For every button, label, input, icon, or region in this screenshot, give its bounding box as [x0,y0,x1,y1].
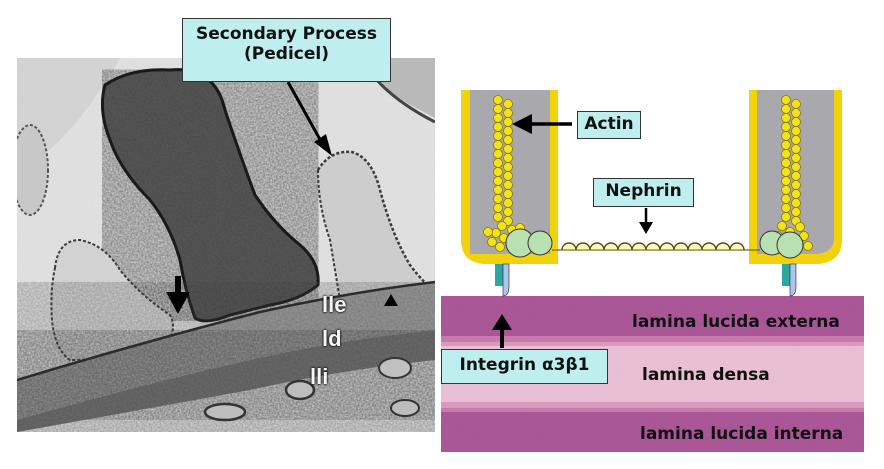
light-pedicel-right [316,150,435,301]
nephrin-callout: Nephrin [593,178,694,207]
actin-filaments-left [483,95,525,252]
actin-label: Actin [584,114,634,134]
actin-arrow-icon [512,114,572,134]
integrin-arrow-icon [492,314,512,348]
slit-arrow-icon [166,276,190,314]
lamina-densa-label: lamina densa [642,365,770,385]
lli-label: lli [310,364,329,389]
nephrin-arrow-icon [639,208,653,234]
dark-pedicel [100,68,320,323]
lamina-lucida-externa-label: lamina lucida externa [632,312,840,332]
lle-label: lle [322,292,347,317]
secondary-process-arrow-icon [286,81,332,156]
nephrin-anchor-right [759,230,804,259]
nephrin-slit-diaphragm [552,242,760,251]
pedicel-label: (Pedicel) [244,43,329,64]
integrin-callout: Integrin α3β1 [441,349,608,384]
actin-filaments-right [769,95,813,251]
ld-label: ld [322,326,342,351]
integrin-label: Integrin α3β1 [459,355,590,375]
secondary-process-label: Secondary Process [195,24,378,44]
secondary-process-callout: Secondary Process (Pedicel) [182,18,391,82]
lamina-lucida-interna-label: lamina lucida interna [640,424,844,444]
integrin-left [495,263,510,297]
nephrin-anchor-left [505,228,553,258]
arrowhead-marker-icon [384,294,398,306]
basement-membrane [17,280,435,432]
nephrin-label: Nephrin [605,181,682,201]
lamina-bands [441,296,864,452]
actin-callout: Actin [577,111,641,139]
integrin-right [782,263,797,297]
light-pedicel-left [50,238,175,362]
